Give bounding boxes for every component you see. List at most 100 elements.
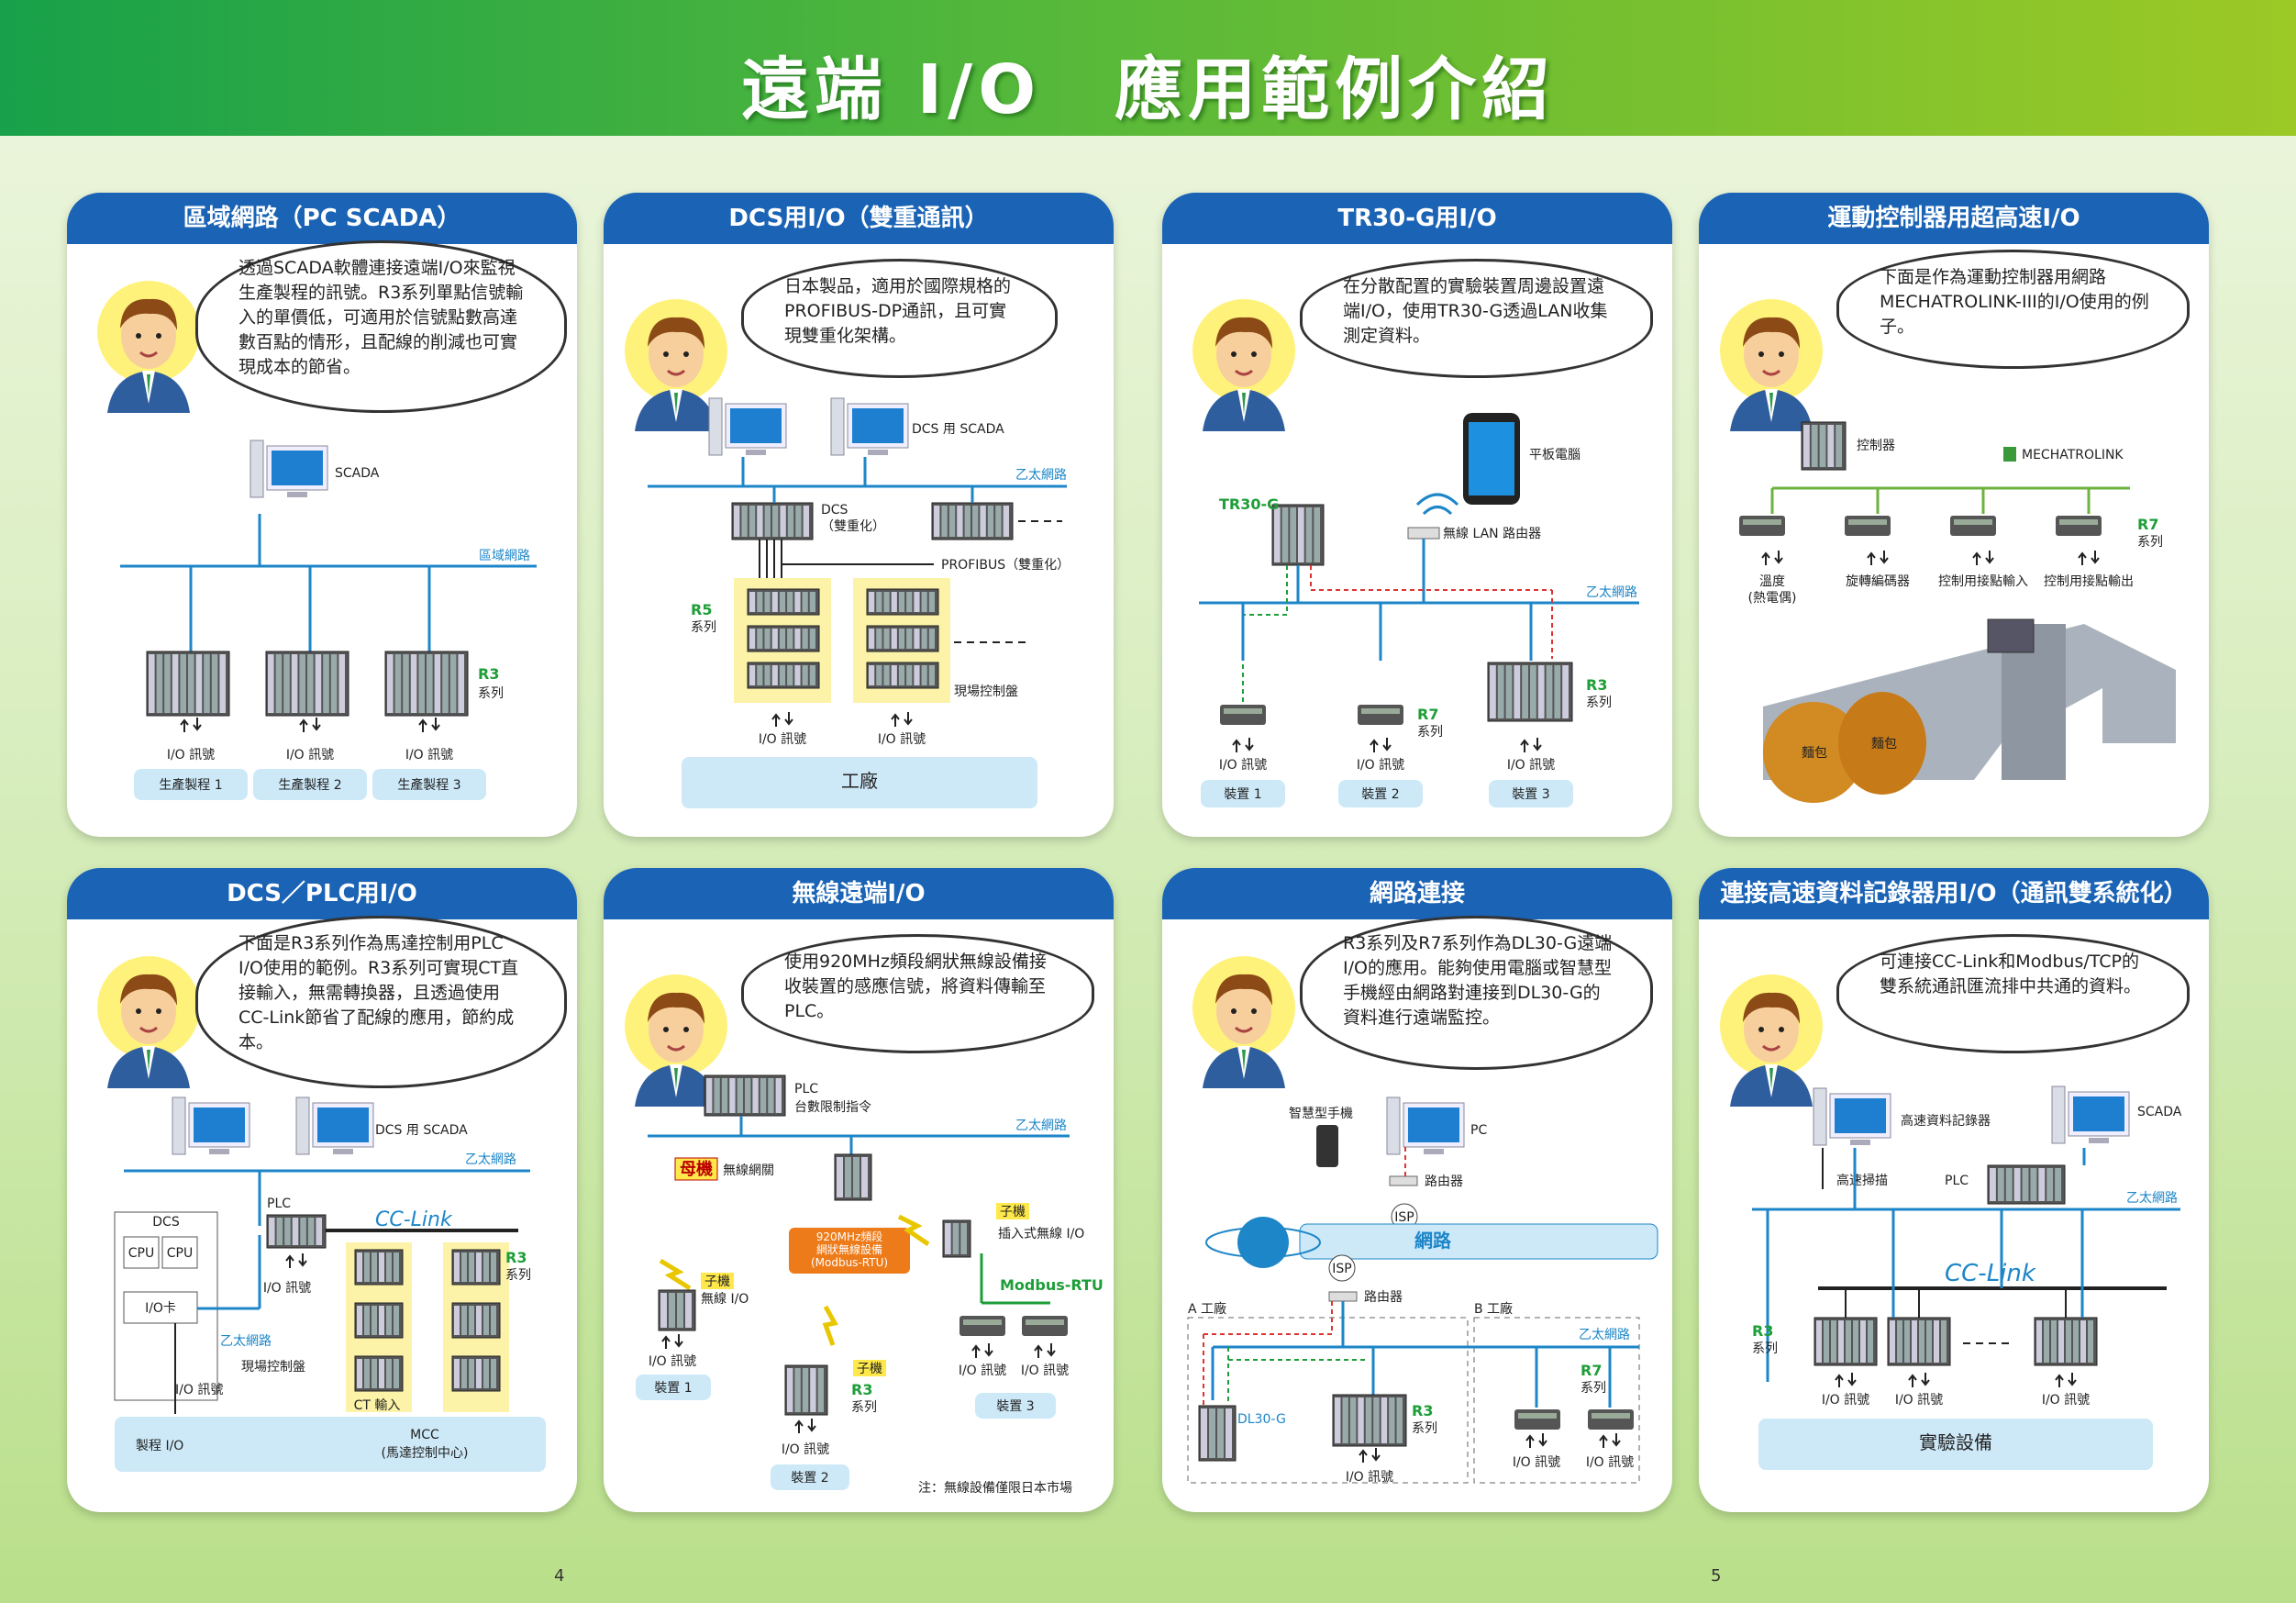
bag-label: 麵包 <box>1871 737 1897 751</box>
scada-pc-icon <box>830 397 909 456</box>
network-label: 乙太網路 <box>1586 585 1637 600</box>
io-arrows <box>418 718 440 732</box>
r3-name: R3 <box>1412 1402 1433 1419</box>
scada-pc-icon <box>250 440 328 498</box>
r5-unit <box>866 588 939 616</box>
r3-unit <box>354 1302 404 1339</box>
network-label: 乙太網路 <box>1579 1328 1630 1342</box>
process-area-bg <box>115 1417 546 1472</box>
pc-icon <box>1386 1096 1465 1155</box>
panel-title: 無線遠端I/O <box>604 868 1114 919</box>
speech-bubble: 下面是R3系列作為馬達控制用PLC I/O使用的範例。R3系列可實現CT直接輸入… <box>195 916 567 1088</box>
scada-label: SCADA <box>335 466 380 481</box>
speech-bubble: 日本製品，適用於國際規格的PROFIBUS-DP通訊，且可實現雙重化架構。 <box>741 259 1058 378</box>
isp-label: ISP <box>1394 1210 1414 1225</box>
slave-label: 子機 <box>704 1275 730 1289</box>
io-arrows <box>299 718 321 732</box>
plc-label: PLC <box>267 1197 291 1211</box>
wireless-icon <box>897 1214 930 1247</box>
dcs-label: DCS <box>152 1215 180 1230</box>
r3-unit <box>1887 1317 1951 1366</box>
io-arrows <box>771 712 793 727</box>
dcs-label: DCS <box>821 503 849 518</box>
r7-unit <box>2056 516 2102 536</box>
io-label: I/O 訊號 <box>1507 758 1555 773</box>
isp-circle <box>1328 1254 1356 1282</box>
note-label: 注：無線設備僅限日本市場 <box>918 1480 1072 1496</box>
scada-pc-icon <box>295 1096 374 1155</box>
io-label: I/O 訊號 <box>959 1364 1006 1378</box>
speech-bubble: 下面是作為運動控制器用網路MECHATROLINK-III的I/O使用的例子。 <box>1836 250 2190 369</box>
cclink-logo: CC-Link <box>375 1208 453 1231</box>
factory-b-label: B 工廠 <box>1474 1301 1513 1317</box>
io-arrows <box>1908 1373 1930 1387</box>
recorder-pc-icon <box>1813 1087 1891 1146</box>
tr30-unit <box>1271 504 1325 566</box>
io-label: I/O 訊號 <box>1513 1455 1560 1470</box>
io-label: I/O 訊號 <box>175 1383 223 1397</box>
businessman-icon <box>625 299 727 431</box>
speech-bubble: 在分散配置的實驗裝置周邊設置遠端I/O，使用TR30-G透過LAN收集測定資料。 <box>1300 259 1653 378</box>
experiment-box-bg <box>1758 1419 2153 1470</box>
panel-title: 區域網路（PC SCADA） <box>67 193 577 244</box>
series-sub: 系列 <box>1586 696 1612 710</box>
r3-unit <box>451 1355 501 1392</box>
io-label: I/O 訊號 <box>1219 758 1267 773</box>
brand-label: MECHATROLINK <box>2022 448 2124 462</box>
panel-title: 網路連接 <box>1162 868 1672 919</box>
plc-label: PLC <box>1945 1174 1969 1188</box>
device-box-bg <box>771 1464 849 1490</box>
io-label: I/O 訊號 <box>1895 1393 1943 1408</box>
item-label: (熱電偶) <box>1748 591 1797 606</box>
band-label: 920MHz頻段 <box>816 1230 883 1243</box>
internet-label: 網路 <box>1414 1230 1452 1252</box>
scada-label: DCS 用 SCADA <box>375 1123 468 1138</box>
r7-unit <box>1845 516 1891 536</box>
series-sub: 系列 <box>1581 1381 1606 1396</box>
factory-box-bg <box>682 757 1037 808</box>
io-label: I/O 訊號 <box>405 748 453 763</box>
pc-label: PC <box>1470 1123 1487 1138</box>
businessman-icon <box>97 956 200 1088</box>
io-label: I/O 訊號 <box>1357 758 1404 773</box>
panel-title: DCS用I/O（雙重通訊） <box>604 193 1114 244</box>
tr30-label: TR30-G <box>1219 495 1279 513</box>
series-sub: 系列 <box>505 1268 531 1283</box>
cpu-box <box>161 1236 198 1269</box>
network-label: 乙太網路 <box>2126 1191 2178 1206</box>
router-icon <box>1389 1175 1418 1186</box>
device-box: 裝置 1 <box>1224 787 1261 802</box>
cpu-label: CPU <box>128 1246 154 1261</box>
r5-unit <box>747 625 820 652</box>
businessman-icon <box>1720 299 1823 431</box>
plc-sub: 台數限制指令 <box>794 1100 871 1115</box>
io-arrows <box>1232 738 1254 752</box>
wireless-io-icon <box>784 1364 828 1416</box>
item-label: 控制用接點輸入 <box>1938 573 2028 589</box>
r3-unit <box>451 1249 501 1286</box>
io-arrows <box>1761 551 1783 565</box>
globe-icon <box>1237 1217 1289 1268</box>
series-sub: 系列 <box>691 620 716 635</box>
io-arrows <box>1599 1433 1621 1448</box>
r3-unit <box>354 1249 404 1286</box>
series-sub: 系列 <box>1412 1421 1437 1436</box>
process-box-bg <box>372 769 486 800</box>
process-box: 生產製程 3 <box>397 777 460 793</box>
network-label: 區域網路 <box>479 549 530 563</box>
slave-badge <box>853 1360 886 1376</box>
router-label: 路由器 <box>1364 1290 1403 1305</box>
phone-label: 智慧型手機 <box>1289 1107 1353 1121</box>
page-banner: 遠端 I/O 應用範例介紹 <box>0 0 2296 136</box>
series-sub: 系列 <box>2137 535 2163 550</box>
scada-pc-icon <box>708 397 787 456</box>
network-label: 乙太網路 <box>1015 468 1067 483</box>
series-name: R7 <box>2137 516 2158 533</box>
dl30-unit <box>1198 1405 1237 1462</box>
panel-2: DCS用I/O（雙重通訊） 日本製品，適用於國際規格的PROFIBUS-DP通訊，… <box>604 193 1114 837</box>
router-label: 路由器 <box>1425 1174 1463 1189</box>
scada-pc-icon <box>2051 1085 2130 1144</box>
band-label: 網狀無線設備 <box>816 1242 882 1256</box>
